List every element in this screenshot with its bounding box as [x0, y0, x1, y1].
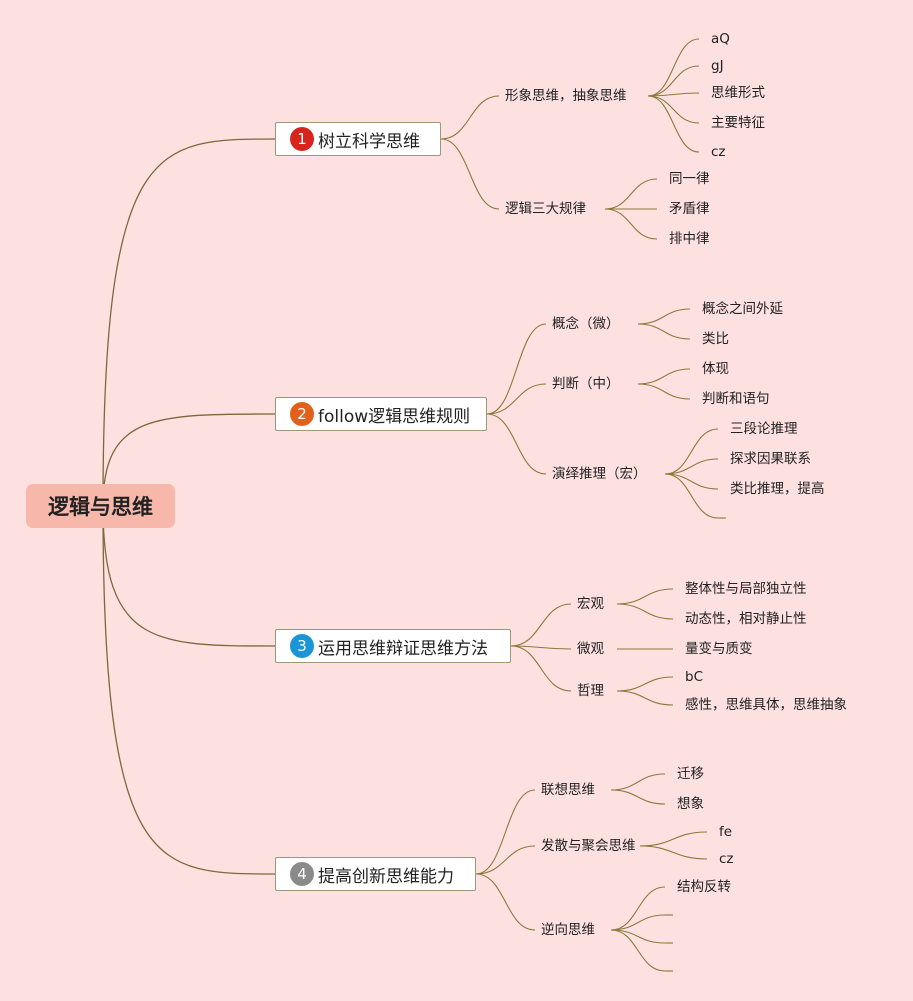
subtopic-label[interactable]: 哲理 [577, 683, 604, 699]
subtopic-label[interactable]: 联想思维 [541, 782, 595, 798]
number-badge-icon: 4 [290, 862, 314, 886]
subtopic-to-leaf-line [610, 929, 666, 944]
leaf-label[interactable]: 判断和语句 [702, 391, 770, 407]
subtopic-to-leaf-line [616, 588, 674, 605]
leaf-label[interactable]: fe [719, 824, 733, 840]
subtopic-to-leaf-line [637, 383, 691, 400]
subtopic-to-leaf-line [647, 95, 700, 124]
branch-to-subtopic-line [510, 603, 572, 647]
leaf-label[interactable]: 三段论推理 [730, 421, 798, 437]
subtopic-to-leaf-line [616, 676, 674, 692]
leaf-label[interactable]: 结构反转 [677, 879, 731, 895]
subtopic-to-leaf-line [664, 458, 719, 475]
leaf-label[interactable]: 感性，思维具体，思维抽象 [685, 697, 847, 713]
leaf-label[interactable]: 类比 [702, 331, 729, 347]
branch-to-subtopic-line [510, 645, 572, 650]
number-badge-icon: 2 [290, 402, 314, 426]
root-to-branch-line [102, 505, 276, 875]
leaf-label[interactable]: 探求因果联系 [730, 451, 811, 467]
subtopic-label[interactable]: 演绎推理（宏） [552, 466, 647, 482]
leaf-label[interactable]: 排中律 [669, 231, 710, 247]
subtopic-to-leaf-line [647, 92, 700, 97]
root-to-branch-line [102, 413, 276, 507]
subtopic-label[interactable]: 逆向思维 [541, 922, 595, 938]
subtopic-label[interactable]: 微观 [577, 641, 604, 657]
branch-label: 提高创新思维能力 [318, 866, 454, 887]
subtopic-label[interactable]: 判断（中） [552, 376, 620, 392]
leaf-label[interactable]: 思维形式 [711, 85, 765, 101]
branch-to-subtopic-line [486, 383, 547, 415]
subtopic-label[interactable]: 概念（微） [552, 316, 620, 332]
subtopic-to-leaf-line [610, 886, 666, 931]
leaf-label[interactable]: 概念之间外延 [702, 301, 783, 317]
leaf-label[interactable]: aQ [711, 31, 730, 47]
subtopic-to-leaf-line [604, 208, 658, 240]
subtopic-to-leaf-line [637, 368, 691, 385]
branch-to-subtopic-line [510, 645, 572, 692]
subtopic-to-leaf-line [647, 38, 700, 97]
subtopic-to-leaf-line [647, 95, 700, 153]
subtopic-to-leaf-line [616, 690, 674, 706]
root-to-branch-line [102, 138, 276, 507]
leaf-label[interactable]: 量变与质变 [685, 641, 753, 657]
number-badge-icon: 1 [290, 127, 314, 151]
subtopic-to-leaf-line [639, 831, 708, 847]
number-badge-icon: 3 [290, 634, 314, 658]
branch-to-subtopic-line [486, 323, 547, 415]
leaf-label[interactable]: 想象 [677, 796, 704, 812]
subtopic-to-leaf-line [664, 473, 719, 490]
branch-to-subtopic-line [475, 789, 536, 875]
subtopic-to-leaf-line [664, 428, 719, 475]
subtopic-to-leaf-line [637, 308, 691, 325]
leaf-label[interactable]: 类比推理，提高 [730, 481, 825, 497]
subtopic-to-leaf-line [610, 789, 666, 805]
subtopic-to-leaf-line [664, 473, 719, 519]
leaf-label[interactable]: cz [711, 144, 726, 160]
subtopic-label[interactable]: 宏观 [577, 596, 604, 612]
subtopic-to-leaf-line [647, 65, 700, 97]
subtopic-label[interactable]: 逻辑三大规律 [505, 201, 586, 217]
leaf-label[interactable]: cz [719, 851, 734, 867]
subtopic-to-leaf-line [637, 323, 691, 340]
subtopic-to-leaf-line [604, 178, 658, 210]
subtopic-to-leaf-line [616, 603, 674, 620]
subtopic-to-leaf-line [610, 773, 666, 791]
subtopic-to-leaf-line [610, 914, 666, 931]
leaf-label[interactable]: gJ [711, 58, 724, 74]
subtopic-label[interactable]: 发散与聚会思维 [541, 838, 636, 854]
leaf-label[interactable]: bC [685, 669, 703, 685]
root-to-branch-line [102, 505, 276, 647]
root-topic[interactable]: 逻辑与思维 [26, 484, 175, 528]
branch-label: 运用思维辩证思维方法 [318, 638, 488, 659]
subtopic-to-leaf-line [639, 845, 708, 860]
branch-to-subtopic-line [486, 413, 547, 475]
subtopic-to-leaf-line [610, 929, 666, 972]
branch-label: follow逻辑思维规则 [318, 406, 471, 427]
branch-label: 树立科学思维 [318, 131, 420, 152]
leaf-label[interactable]: 迁移 [677, 766, 704, 782]
branch-to-subtopic-line [475, 845, 536, 875]
subtopic-label[interactable]: 形象思维，抽象思维 [505, 88, 627, 104]
branch-to-subtopic-line [475, 873, 536, 931]
leaf-label[interactable]: 主要特征 [711, 115, 765, 131]
leaf-label[interactable]: 同一律 [669, 171, 710, 187]
branch-to-subtopic-line [440, 95, 500, 140]
leaf-label[interactable]: 体现 [702, 361, 729, 377]
leaf-label[interactable]: 矛盾律 [669, 201, 710, 217]
leaf-label[interactable]: 整体性与局部独立性 [685, 581, 807, 597]
leaf-label[interactable]: 动态性，相对静止性 [685, 611, 807, 627]
branch-to-subtopic-line [440, 138, 500, 210]
